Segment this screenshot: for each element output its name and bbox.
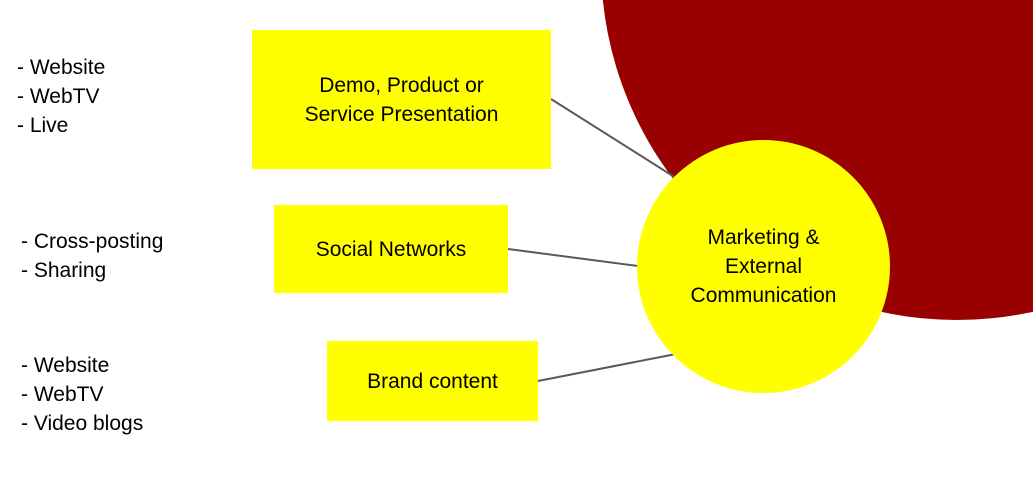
bullet-list-social: - Cross-posting - Sharing: [21, 227, 163, 285]
list-item: - Cross-posting: [21, 230, 164, 253]
node-social-networks: Social Networks: [274, 205, 508, 293]
node-label-line: Brand content: [367, 369, 498, 393]
list-item: - Video blogs: [21, 412, 144, 435]
list-item: - Website: [17, 56, 106, 79]
node-label-line: Service Presentation: [304, 102, 499, 126]
connector-social-hub: [507, 248, 639, 267]
connector-demo-hub: [550, 98, 677, 179]
bullet-list-brand: - Website - WebTV - Video blogs: [21, 351, 143, 438]
connector-brand-hub: [537, 353, 677, 382]
node-label: Social Networks: [316, 235, 467, 264]
bullet-list-demo: - Website - WebTV - Live: [17, 53, 105, 140]
list-item: - Live: [17, 114, 69, 137]
list-item: - WebTV: [21, 383, 104, 406]
node-label-line: Social Networks: [315, 237, 467, 261]
list-item: - Website: [21, 354, 110, 377]
node-label-line: Demo, Product or: [319, 73, 484, 97]
node-brand-content: Brand content: [327, 341, 538, 421]
list-item: - WebTV: [17, 85, 100, 108]
hub-label: Marketing & External Communication: [690, 226, 837, 307]
node-demo-presentation: Demo, Product or Service Presentation: [252, 30, 551, 169]
node-label: Demo, Product or Service Presentation: [305, 71, 499, 129]
hub-marketing-communication: Marketing & External Communication: [637, 140, 890, 393]
list-item: - Sharing: [21, 259, 107, 282]
node-label: Brand content: [367, 367, 498, 396]
